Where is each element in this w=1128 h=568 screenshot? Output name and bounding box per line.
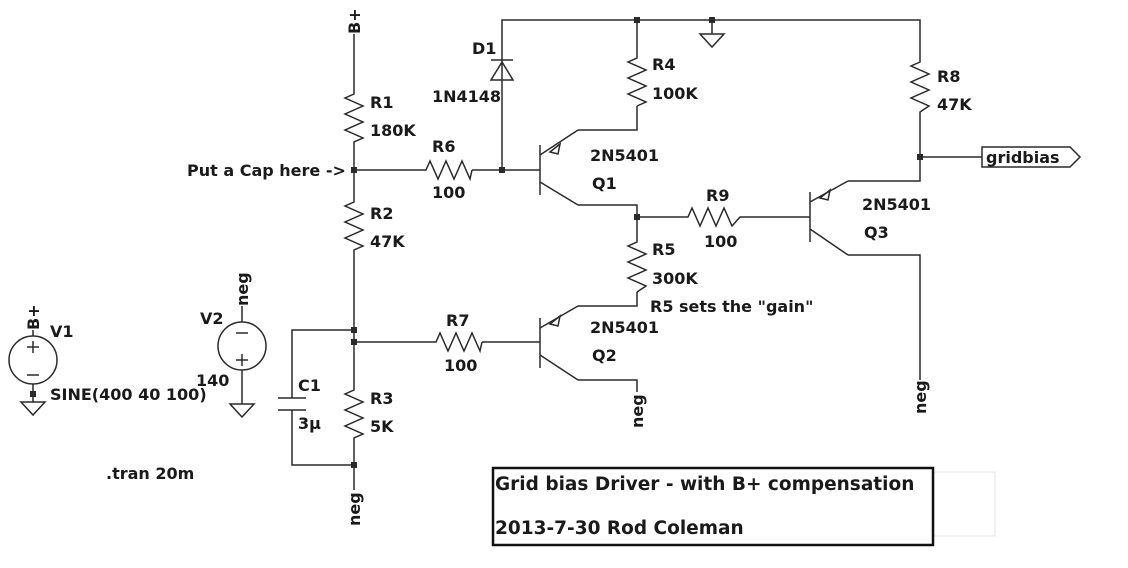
- sim-directive: .tran 20m: [106, 464, 194, 483]
- r1-ref: R1: [370, 93, 393, 112]
- resistor-r1: [343, 88, 365, 144]
- neg-label-v2: neg: [233, 272, 252, 306]
- q1-ref: Q1: [592, 174, 617, 193]
- ground-symbol-top: [698, 33, 726, 49]
- r3-ref: R3: [370, 389, 393, 408]
- c1-value: 3µ: [298, 414, 321, 433]
- ground-symbol-v2: [228, 403, 256, 419]
- diode-d1: [489, 56, 515, 84]
- bplus-label-v1: B+: [24, 304, 43, 330]
- resistor-r2: [343, 196, 365, 252]
- r9-value: 100: [704, 232, 737, 251]
- title-block-author: 2013-7-30 Rod Coleman: [495, 518, 744, 539]
- r7-ref: R7: [446, 311, 469, 330]
- neg-label-q2: neg: [628, 394, 647, 428]
- r8-ref: R8: [937, 67, 960, 86]
- v2-ref: V2: [200, 309, 224, 328]
- gridbias-label: gridbias: [986, 148, 1060, 167]
- c1-ref: C1: [298, 376, 321, 395]
- v2-value: 140: [196, 371, 229, 390]
- resistor-r9: [682, 206, 746, 228]
- resistor-r6: [420, 159, 473, 182]
- r5-ref: R5: [652, 240, 675, 259]
- r5-value: 300K: [652, 269, 698, 288]
- v1-ref: V1: [50, 322, 74, 341]
- net-labels: B+ B+ neg neg neg neg: [24, 8, 930, 526]
- r7-value: 100: [444, 356, 477, 375]
- r4-value: 100K: [652, 84, 698, 103]
- q1-value: 2N5401: [590, 146, 659, 165]
- gridbias-net-flag: gridbias: [981, 146, 1082, 168]
- title-block-title: Grid bias Driver - with B+ compensation: [495, 474, 914, 495]
- r3-value: 5K: [370, 417, 394, 436]
- d1-value: 1N4148: [432, 87, 501, 106]
- cap-note: Put a Cap here ->: [187, 161, 346, 180]
- wires: [32, 19, 982, 490]
- neg-label-q3: neg: [911, 380, 930, 414]
- bplus-label-top: B+: [345, 8, 364, 34]
- r2-ref: R2: [370, 204, 393, 223]
- r1-value: 180K: [370, 121, 416, 140]
- r2-value: 47K: [370, 232, 405, 251]
- r4-ref: R4: [652, 55, 675, 74]
- capacitor-c1: [278, 397, 306, 411]
- transistor-q1: [539, 129, 579, 206]
- d1-ref: D1: [472, 39, 496, 58]
- r6-ref: R6: [432, 137, 455, 156]
- component-labels: R1 180K R2 47K R3 5K R4 100K R5 300K R6 …: [50, 39, 972, 436]
- title-block: Grid bias Driver - with B+ compensation …: [491, 466, 996, 547]
- annotations: Put a Cap here -> R5 sets the "gain" .tr…: [106, 161, 813, 483]
- resistor-r8: [909, 56, 931, 118]
- v1-value: SINE(400 40 100): [50, 385, 207, 404]
- voltage-source-v1: [8, 335, 58, 385]
- resistor-r5: [626, 236, 648, 293]
- resistor-r3: [343, 384, 365, 440]
- junction-dots: [30, 17, 923, 468]
- neg-label-bottom: neg: [345, 492, 364, 526]
- ground-symbol-v1: [19, 401, 47, 417]
- q3-value: 2N5401: [862, 195, 931, 214]
- q2-ref: Q2: [592, 346, 617, 365]
- r6-value: 100: [432, 183, 465, 202]
- voltage-source-v2: [217, 321, 267, 371]
- resistor-r4: [626, 52, 648, 107]
- transistor-q3: [809, 180, 849, 256]
- transistor-q2: [539, 305, 579, 381]
- r9-ref: R9: [706, 186, 729, 205]
- r5-gain-note: R5 sets the "gain": [650, 297, 813, 316]
- q3-ref: Q3: [864, 223, 889, 242]
- q2-value: 2N5401: [590, 318, 659, 337]
- r8-value: 47K: [937, 95, 972, 114]
- resistor-r7: [430, 331, 483, 354]
